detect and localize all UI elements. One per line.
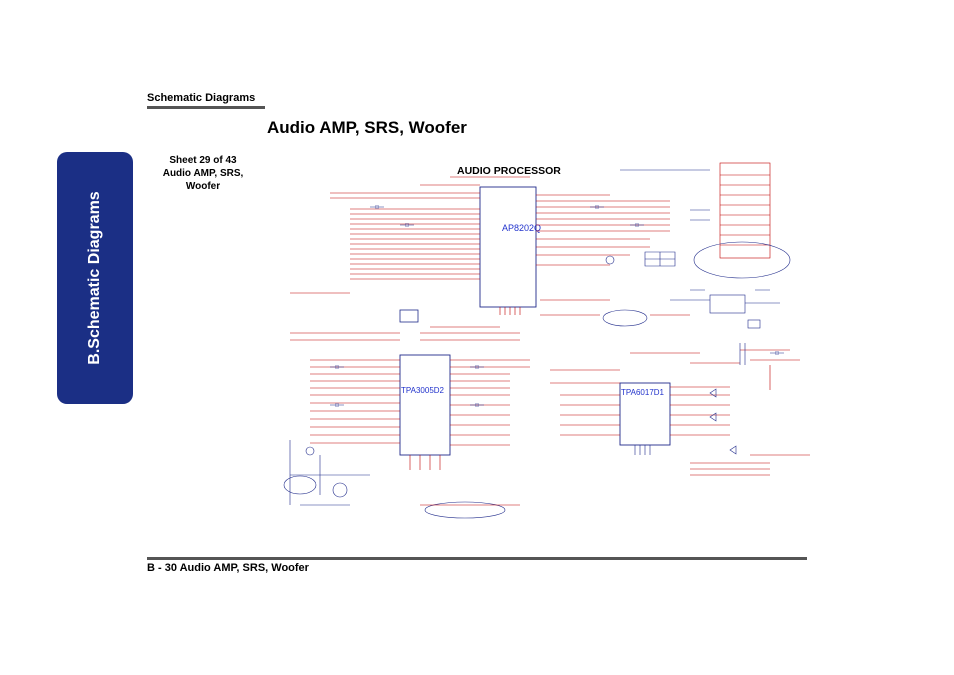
processor-wiring: [330, 176, 670, 315]
section-label: Schematic Diagrams: [147, 92, 256, 104]
amp-right-components: [634, 343, 784, 455]
processor-chip-body: [479, 186, 537, 308]
sheet-info: Sheet 29 of 43 Audio AMP, SRS, Woofer: [160, 154, 246, 193]
bottom-rule: [147, 557, 807, 560]
regulator-block: [670, 289, 780, 329]
schematic-drawing: AUDIO PROCESSOR AP8202Q TPA3005D2: [283, 162, 810, 519]
mid-wiring: [290, 292, 690, 316]
audio-processor-title: AUDIO PROCESSOR: [457, 165, 561, 177]
amp-left-chip-body: [399, 354, 451, 456]
amp-left-components: [330, 365, 484, 407]
connector-top: [399, 309, 419, 323]
sheet-info-line-1: Sheet 29 of 43: [169, 155, 237, 166]
highlight-ellipse-left: [283, 475, 317, 495]
amp-right-wiring: [550, 349, 810, 476]
amp-left-wiring: [290, 326, 530, 470]
ladder-connectors: [620, 169, 710, 221]
highlight-ellipse-bottom: [424, 501, 506, 519]
sheet-info-line-3: Woofer: [185, 181, 221, 192]
processor-components: [370, 205, 676, 267]
side-tab: B.Schematic Diagrams: [57, 152, 133, 404]
resistor-ladder: [719, 162, 771, 259]
processor-chip-label: AP8202Q: [502, 223, 541, 233]
sheet-info-line-2: Audio AMP, SRS,: [162, 168, 244, 179]
footer-label: B - 30 Audio AMP, SRS, Woofer: [147, 562, 309, 574]
page-title: Audio AMP, SRS, Woofer: [267, 118, 467, 137]
top-rule: [147, 106, 265, 109]
highlight-ellipse-mid: [602, 309, 648, 327]
amp-left-chip-label: TPA3005D2: [401, 386, 445, 395]
transistor-block: [289, 440, 370, 506]
side-tab-label: B.Schematic Diagrams: [86, 191, 103, 365]
amp-right-chip-label: TPA6017D1: [621, 388, 665, 397]
highlight-ellipse-top: [693, 241, 791, 279]
